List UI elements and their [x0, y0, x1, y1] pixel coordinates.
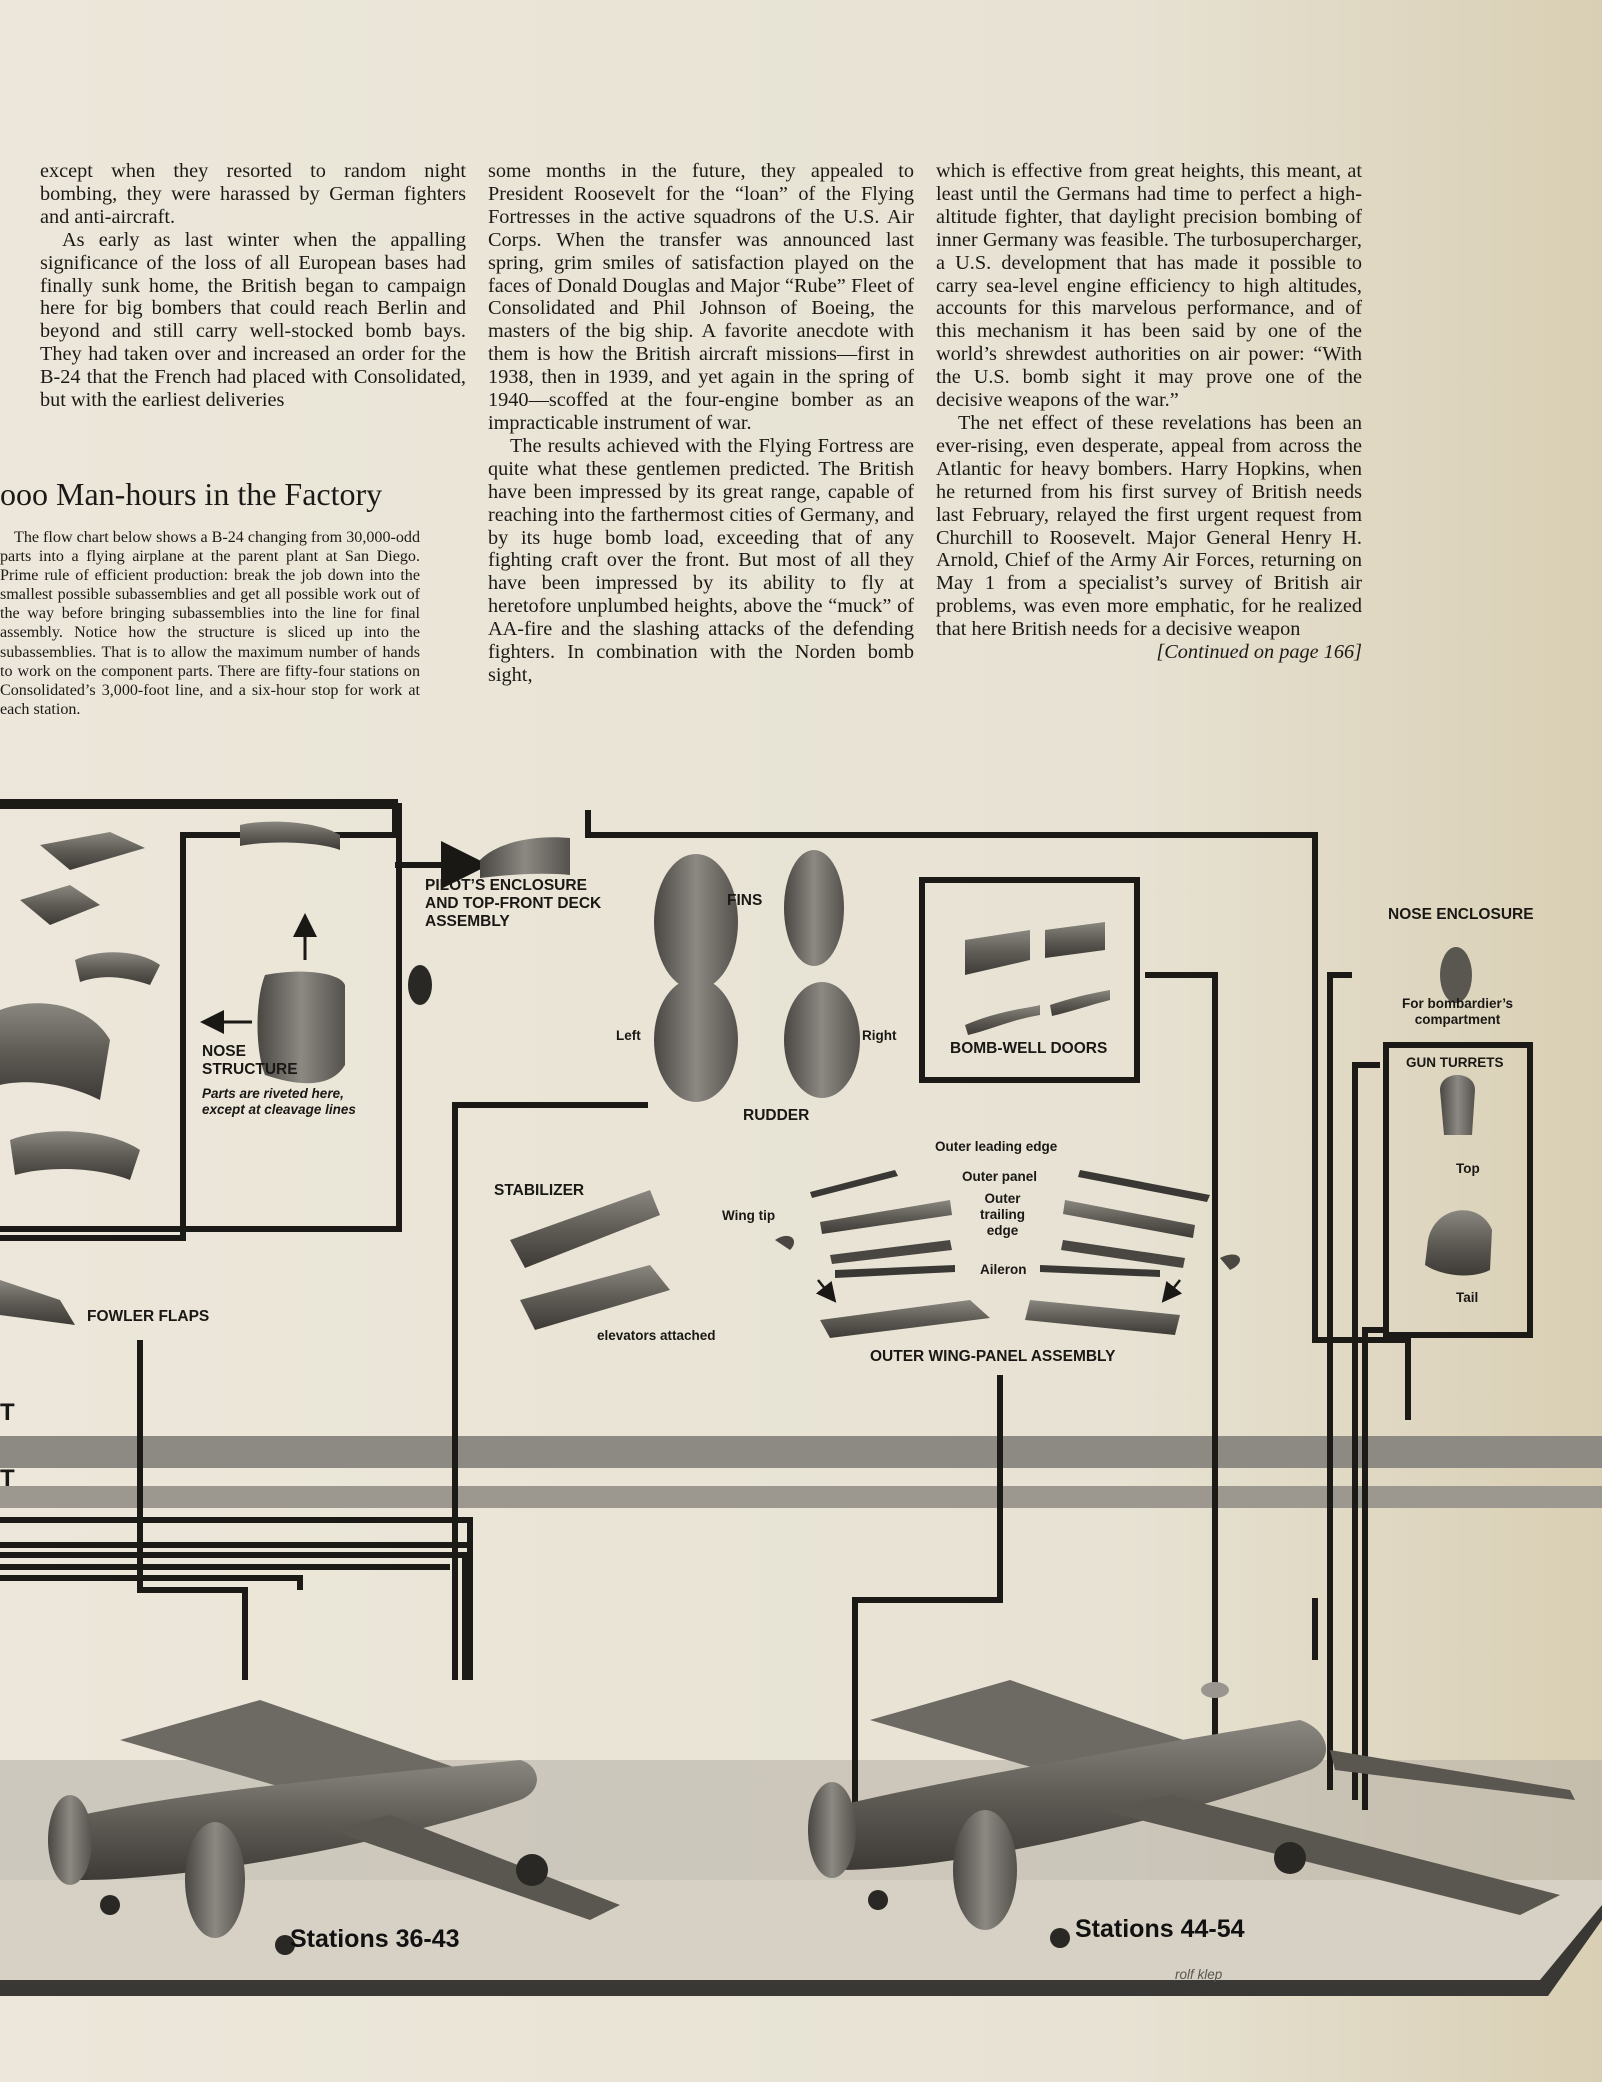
floor-edge: [0, 1905, 1602, 1996]
outer-panel-label: Outer panel: [962, 1169, 1038, 1184]
band-letter: T: [0, 1399, 15, 1426]
continued-note: [Continued on page 166]: [1156, 641, 1362, 664]
stabilizer-parts: [510, 1190, 670, 1330]
floor-platform: [0, 1880, 1602, 1980]
aileron-label: Aileron: [980, 1262, 1027, 1277]
bomber-station-a: [48, 1700, 620, 1955]
label-line: For bombardier’s: [1402, 996, 1514, 1011]
bomb-well-door-parts: [965, 922, 1110, 1035]
label-line: STRUCTURE: [202, 1061, 298, 1078]
box-outlines: [0, 803, 1533, 1338]
section-paragraph: The flow chart below shows a B-24 changi…: [0, 529, 420, 718]
elevators-label: elevators attached: [597, 1328, 716, 1343]
text-column-2: some months in the future, they appealed…: [488, 160, 914, 687]
fowler-flaps-label: FOWLER FLAPS: [87, 1308, 210, 1325]
assembly-line-band: [0, 1436, 1602, 1468]
bomb-well-doors-label: BOMB-WELL DOORS: [950, 1040, 1108, 1057]
text-column-1: except when they resorted to random nigh…: [40, 160, 466, 412]
fin-rudder-parts: [654, 850, 860, 1102]
stabilizer-label: STABILIZER: [494, 1182, 585, 1199]
station-label-b: Stations 44-54: [1075, 1915, 1245, 1943]
paragraph: some months in the future, they appealed…: [488, 160, 914, 434]
assembly-line-band: [0, 1486, 1602, 1508]
station-label-a: Stations 36-43: [290, 1925, 460, 1953]
label-line: AND TOP-FRONT DECK: [425, 895, 602, 912]
nose-structure-note: Parts are riveted here, except at cleava…: [202, 1086, 356, 1118]
outer-leading-edge-label: Outer leading edge: [935, 1139, 1058, 1154]
outer-wing-panel-label: OUTER WING-PANEL ASSEMBLY: [870, 1348, 1116, 1365]
tail-turret-label: Tail: [1456, 1290, 1479, 1305]
label-line: except at cleavage lines: [202, 1102, 356, 1117]
nose-parts: [0, 821, 432, 1180]
left-label: Left: [616, 1028, 641, 1043]
rudder-label: RUDDER: [743, 1107, 810, 1124]
nose-structure-label: NOSE STRUCTURE: [202, 1043, 298, 1079]
section-title: ooo Man-hours in the Factory: [0, 476, 383, 512]
label-line: Parts are riveted here,: [202, 1086, 344, 1101]
text-column-3: which is effective from great heights, t…: [936, 160, 1362, 664]
paragraph: which is effective from great heights, t…: [936, 160, 1362, 412]
label-line: edge: [986, 1223, 1019, 1238]
artist-signature: rolf klep: [1175, 1967, 1223, 1982]
bombardier-note: For bombardier’s compartment: [1402, 996, 1513, 1028]
top-turret-label: Top: [1456, 1161, 1480, 1176]
label-line: trailing: [980, 1207, 1026, 1222]
gun-turrets-label: GUN TURRETS: [1406, 1055, 1504, 1070]
band-letter: T: [0, 1465, 15, 1492]
pilot-enclosure-label: PILOT’S ENCLOSURE AND TOP-FRONT DECK ASS…: [425, 877, 601, 931]
label-line: NOSE: [202, 1043, 246, 1060]
paragraph: The results achieved with the Flying For…: [488, 434, 914, 686]
outer-trailing-edge-label: Outer trailing edge: [980, 1191, 1025, 1239]
paragraph: The net effect of these revelations has …: [936, 411, 1362, 641]
bomber-station-b: [808, 1680, 1575, 1948]
turret-parts: [1425, 947, 1492, 1276]
wing-arrows: [815, 1279, 1183, 1303]
paragraph: As early as last winter when the appalli…: [40, 228, 466, 412]
label-line: compartment: [1414, 1012, 1501, 1027]
fins-label: FINS: [727, 892, 763, 909]
right-label: Right: [862, 1028, 897, 1043]
wing-tip-label: Wing tip: [722, 1208, 776, 1223]
paragraph: except when they resorted to random nigh…: [40, 160, 466, 228]
pilot-enclosure-part: [480, 837, 570, 878]
flow-lines: [0, 799, 1411, 1810]
nose-enclosure-label: NOSE ENCLOSURE: [1388, 906, 1534, 923]
label-line: PILOT’S ENCLOSURE: [425, 877, 587, 894]
label-line: Outer: [984, 1191, 1021, 1206]
section-body: The flow chart below shows a B-24 changi…: [0, 528, 420, 719]
label-line: ASSEMBLY: [425, 913, 510, 930]
wing-panel-parts: [775, 1170, 1241, 1338]
fowler-flap-part: [0, 1280, 75, 1325]
